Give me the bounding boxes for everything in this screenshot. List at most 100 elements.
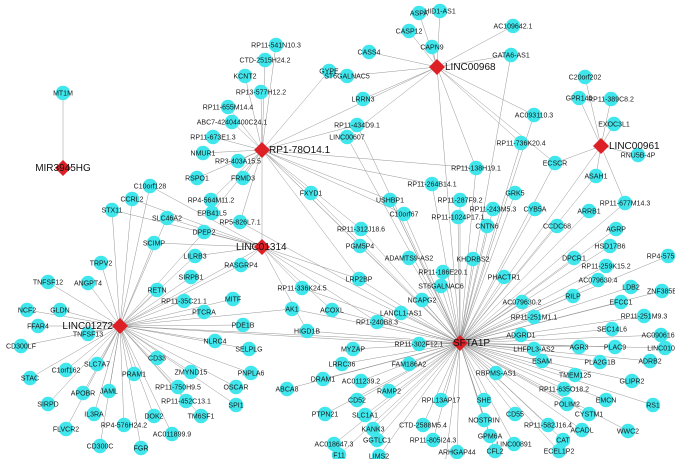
edge-fxyd1-sfta1p: [310, 192, 461, 344]
edge-cntn6-sfta1p: [459, 225, 488, 344]
node-circle: [331, 447, 347, 459]
node-kank3: KANK3: [362, 421, 385, 437]
edge-rp1-240b8-3-sfta1p: [376, 321, 461, 344]
node-circle: [449, 444, 465, 459]
node-rp11-750h9-5: RP11-750H9.5: [155, 379, 201, 395]
node-rp11-35c21-1: RP11-35C21.1: [161, 293, 207, 309]
node-agrp: AGRP: [606, 221, 626, 237]
node-rp11-287f9-2: RP11-287F9.2: [437, 192, 483, 208]
node-circle: [603, 91, 619, 107]
node-circle: [170, 379, 186, 395]
node-label: SIRPB1: [179, 274, 204, 281]
node-label: CAPN9: [420, 44, 443, 51]
node-she: SHE: [477, 392, 492, 408]
edge-spi1-linc01272: [119, 325, 237, 406]
node-label: APOBR: [71, 390, 96, 397]
node-label: ARHGAP44: [438, 449, 475, 456]
node-circle: [479, 218, 495, 234]
edge-nmur1-rp1: [202, 149, 263, 154]
node-tmem125: TMEM125: [559, 367, 591, 383]
node-circle: [571, 90, 587, 106]
node-label: GLIPR2: [620, 378, 645, 385]
node-label: RP11-541N10.3: [251, 42, 301, 49]
node-rp11-259k15-2: RP11-259K15.2: [581, 258, 631, 274]
node-circle: [40, 274, 56, 290]
node-label: FFAR4: [27, 323, 49, 330]
edge-linc00968-sfta1p: [436, 66, 461, 344]
node-rp5-826l7-1: RP5-826L7.1: [219, 214, 261, 230]
hub-label: MIR3945HG: [35, 163, 91, 174]
edge-st6galnac6-sfta1p: [440, 285, 461, 344]
node-circle: [345, 341, 361, 357]
node-casp12: CASP12: [396, 23, 423, 39]
node-rspo1: RSPO1: [185, 170, 209, 186]
node-gype: GYPE: [319, 63, 339, 79]
node-apobr: APOBR: [71, 385, 96, 401]
node-glipr2: GLIPR2: [620, 373, 645, 389]
node-circle: [228, 397, 244, 413]
edge-pram1-linc01272: [119, 325, 135, 375]
node-label: EFCC1: [610, 299, 633, 306]
node-angpt4: ANGPT4: [74, 275, 102, 291]
node-stx11: STX11: [102, 202, 123, 218]
node-epb41l5: EPB41L5: [197, 205, 227, 221]
edge-fgr-linc01272: [119, 325, 142, 449]
edge-nlrc4-linc01272: [119, 325, 216, 342]
node-lilrb3: LILRB3: [183, 248, 207, 264]
node-scimp: SCIMP: [143, 235, 165, 251]
node-ccrl2: CCRL2: [121, 191, 144, 207]
hub-label: LINC00968: [445, 62, 496, 73]
edge-flvcr2-linc01272: [65, 325, 121, 430]
node-label: SHE: [477, 397, 492, 404]
node-pnpla6: PNPLA6: [238, 365, 265, 381]
node-circle: [433, 278, 449, 294]
node-cfl2: CFL2: [486, 443, 504, 459]
node-label: PNPLA6: [238, 370, 265, 377]
node-il3ra: IL3RA: [84, 406, 104, 422]
node-label: EXOC3L1: [598, 121, 630, 128]
node-circle: [237, 68, 253, 84]
node-label: DRAM1: [311, 376, 336, 383]
edge-ramp2-sfta1p: [388, 342, 461, 392]
node-label: FLVCR2: [53, 426, 79, 433]
node-label: RBPMS-AS1: [476, 370, 517, 377]
node-tnfsf12: TNFSF12: [33, 274, 63, 290]
node-circle: [339, 129, 355, 145]
edge-rp11-336k24-5-sfta1p: [301, 287, 461, 344]
node-adrb2: ADRB2: [638, 353, 662, 369]
edge-slc1a1-sfta1p: [364, 342, 461, 416]
edge-rp11-750h9-5-linc01272: [119, 325, 179, 388]
node-rbpms-as1: RBPMS-AS1: [476, 365, 517, 381]
edge-lims2-sfta1p: [378, 342, 461, 457]
node-label: RP11-35C21.1: [161, 298, 207, 305]
node-circle: [382, 192, 398, 208]
node-circle: [349, 392, 365, 408]
edge-cd300lf-linc01272: [20, 325, 121, 347]
node-circle: [465, 251, 481, 267]
edge-ac093110-3-sfta1p: [459, 114, 535, 344]
edge-rp11-655m14-4-rp1: [227, 106, 263, 151]
node-ac109642-1: AC109642.1: [494, 18, 533, 34]
edge-cass4-linc00968: [368, 51, 438, 68]
node-label: CD300C: [87, 443, 114, 450]
edge-il3ra-linc01272: [93, 325, 121, 415]
node-gpr146: GPR146: [566, 90, 593, 106]
edge-rbpms-as1-sfta1p: [459, 342, 497, 374]
node-label: ECSCR: [543, 160, 568, 167]
node-lrrn3: LRRN3: [352, 91, 375, 107]
node-label: AK1: [285, 306, 298, 313]
node-circle: [371, 448, 387, 459]
edge-kank3-sfta1p: [372, 342, 461, 430]
node-label: RP11-336K24.5: [277, 285, 326, 292]
hub-diamond: [112, 318, 128, 334]
node-ramp2: RAMP2: [377, 383, 401, 399]
node-cat: CAT: [555, 432, 570, 448]
node-label: CD55: [506, 411, 524, 418]
edge-rp11-264b14-1-rp1: [261, 149, 433, 185]
node-circle: [602, 238, 618, 254]
edge-rp11-673e1-3-rp1: [212, 136, 263, 151]
node-label: WWC2: [617, 428, 639, 435]
node-label: RS1: [646, 402, 660, 409]
node-label: ZMYND15: [175, 369, 208, 376]
node-label: MITF: [225, 296, 241, 303]
